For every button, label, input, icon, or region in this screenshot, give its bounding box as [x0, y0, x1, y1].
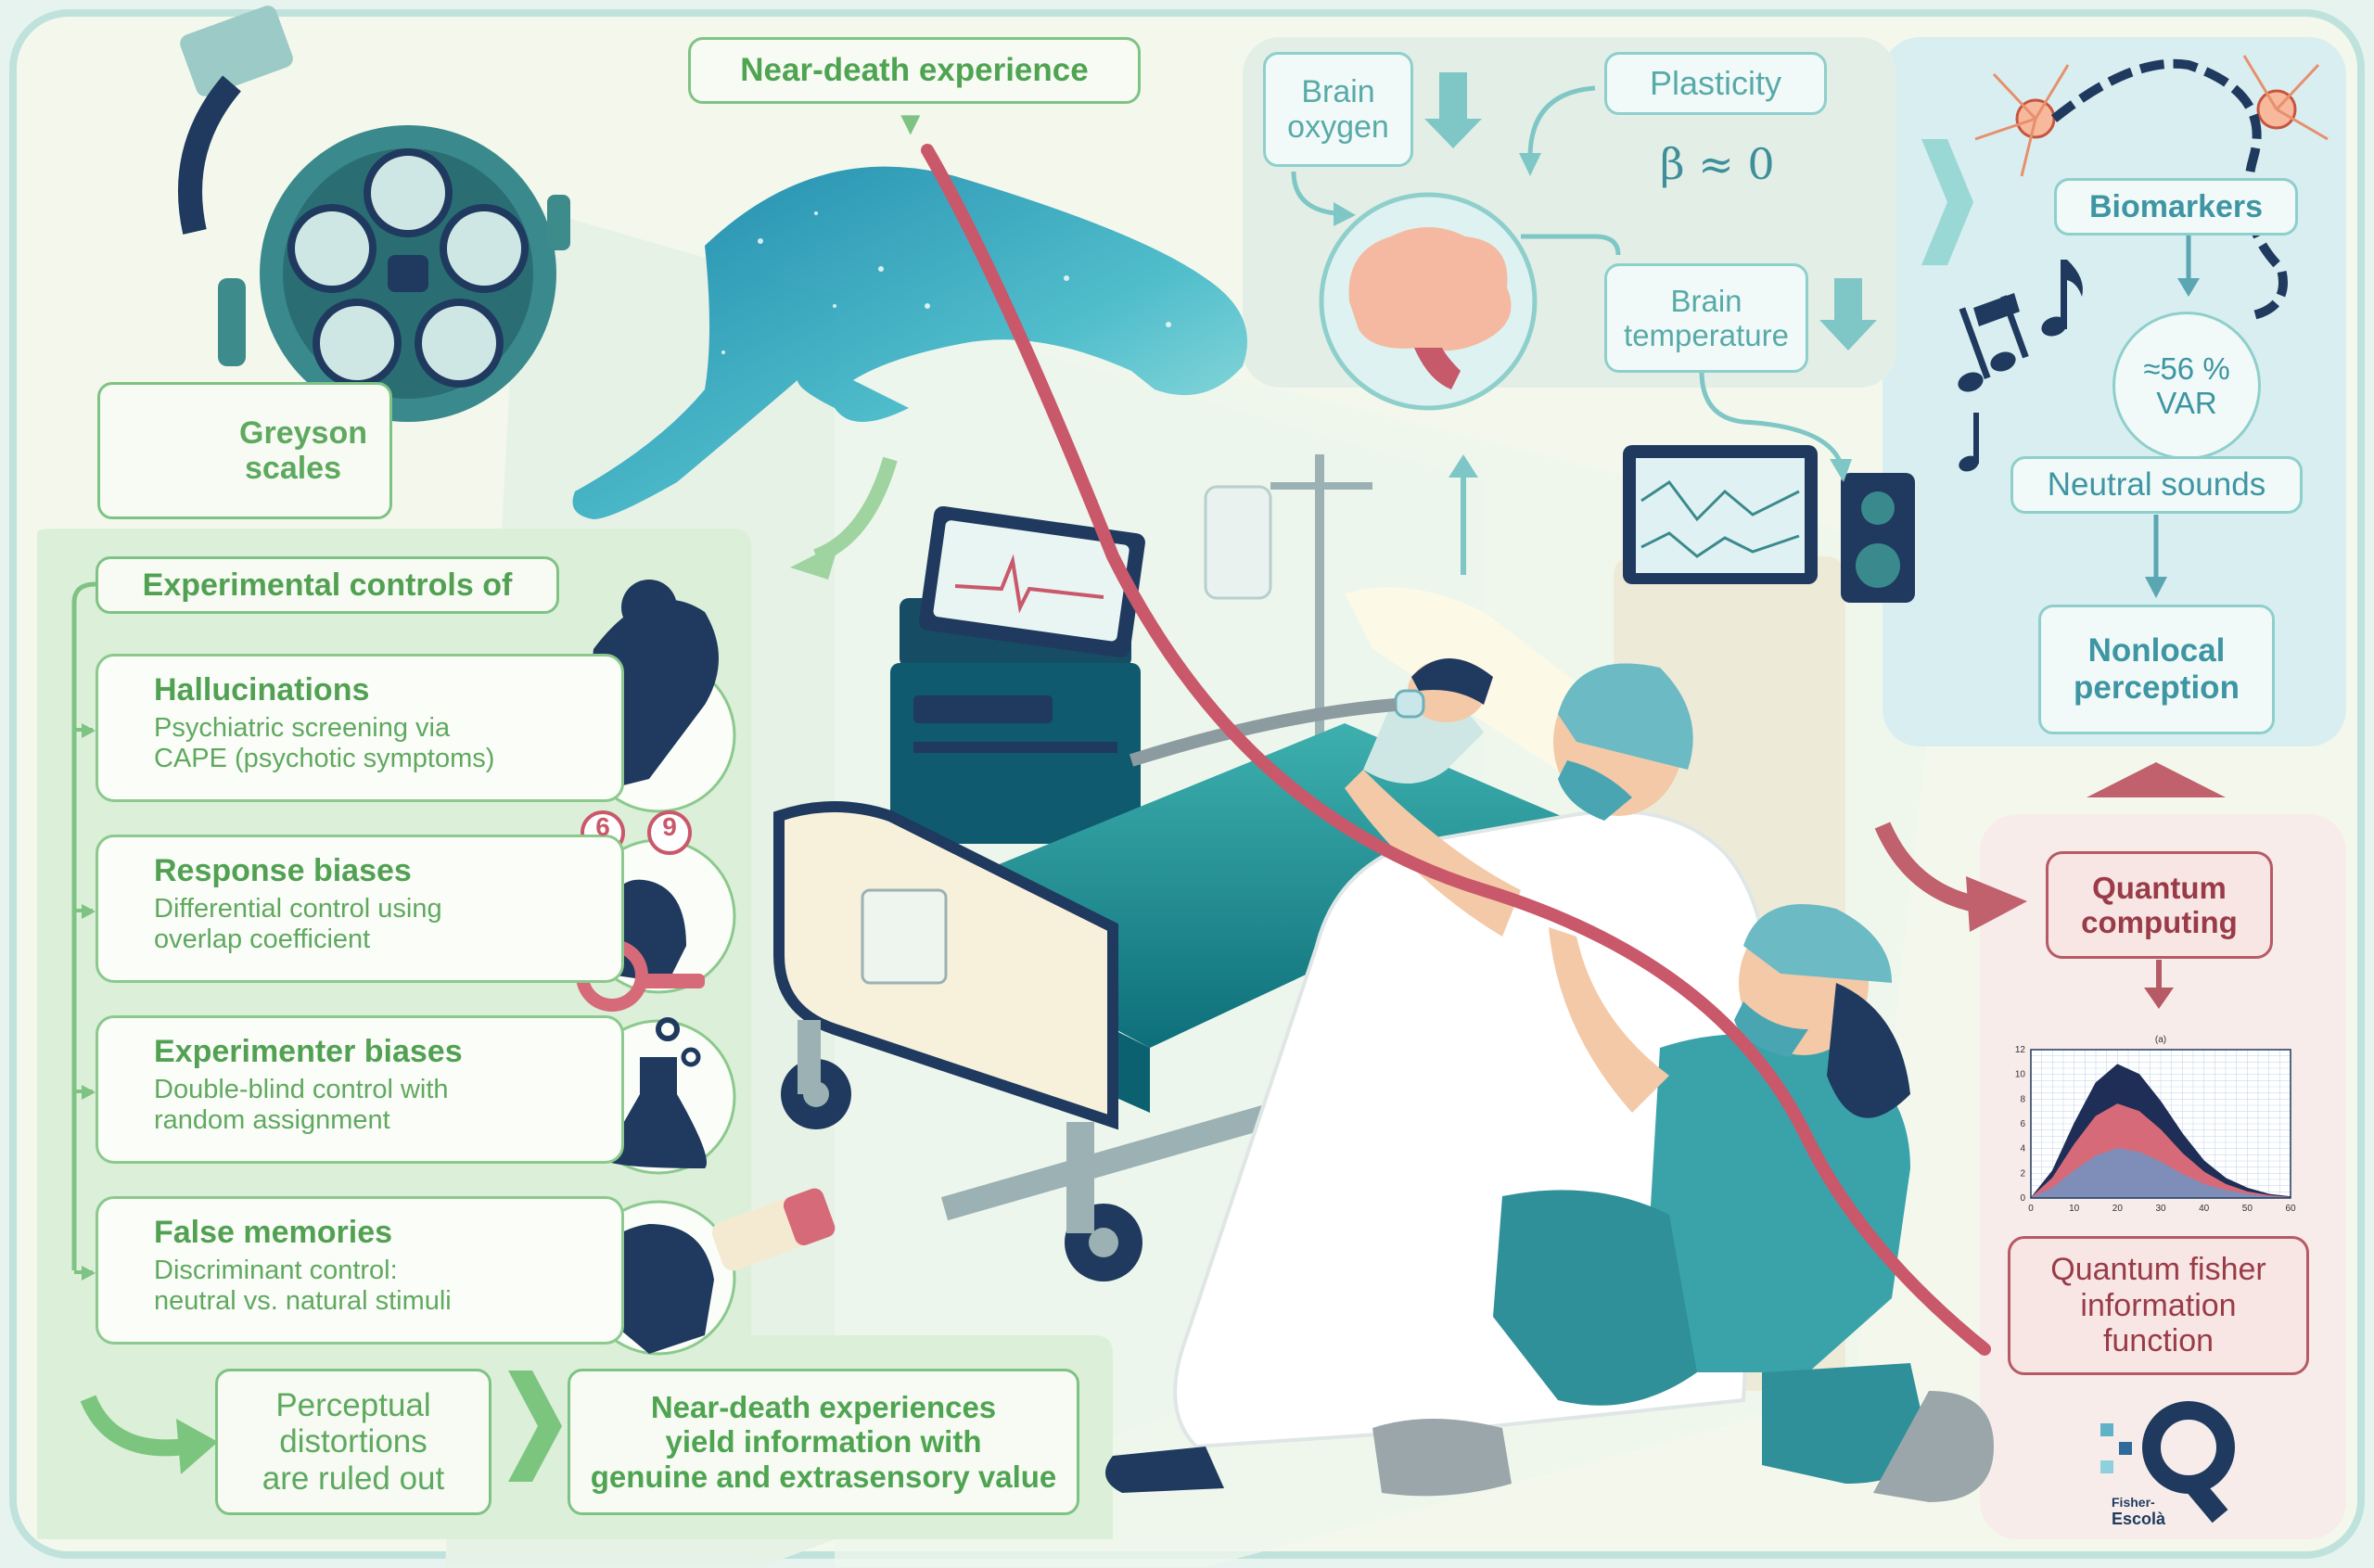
green-arrow-perceptual	[80, 1395, 187, 1457]
control-response-biases: Response biases Differential control usi…	[96, 835, 624, 983]
surgical-lamp-icon	[178, 6, 570, 422]
experimental-controls-heading: Experimental controls of	[96, 556, 559, 614]
neutral-sounds-box: Neutral sounds	[2010, 456, 2303, 514]
brain-temperature-box: Brain temperature	[1604, 263, 1808, 373]
chart-x-tick-label: 50	[2242, 1204, 2253, 1214]
var-circle: ≈56 % VAR	[2112, 312, 2261, 460]
quantum-fisher-box: Quantum fisher information function	[2008, 1236, 2309, 1375]
bubble-number-9: 9	[662, 812, 677, 841]
oxygen-arrow	[1291, 171, 1336, 216]
logo-text-fisher: Fisher-	[2112, 1495, 2155, 1510]
plasticity-arrow	[1527, 85, 1596, 159]
hospital-bed	[773, 587, 1678, 1281]
control-title: Experimenter biases	[154, 1034, 463, 1069]
iv-stand	[1204, 454, 1372, 937]
red-arrow-curve	[1874, 822, 1978, 912]
chart-y-tick-label: 4	[2020, 1144, 2025, 1154]
control-title: False memories	[154, 1215, 393, 1250]
down-arrow-oxygen	[1424, 72, 1482, 148]
floating-body-silhouette	[572, 166, 1247, 519]
chart-series	[2029, 1064, 2291, 1199]
control-hallucinations: Hallucinations Psychiatric screening via…	[96, 654, 624, 802]
temperature-to-speaker-arrow	[1699, 370, 1844, 465]
down-arrow-temperature	[1819, 278, 1877, 351]
chart-title: (a)	[2155, 1035, 2166, 1045]
chart-x-tick-label: 20	[2112, 1204, 2124, 1214]
nonlocal-perception-box: Nonlocal perception	[2038, 605, 2275, 734]
chart-x-tick-label: 30	[2155, 1204, 2166, 1214]
control-title: Response biases	[154, 853, 412, 888]
chart-x-tick-label: 10	[2069, 1204, 2080, 1214]
chart-y-tick-label: 6	[2020, 1119, 2025, 1129]
chart-ticks: 0 10 20 30 40 50 60 0 2 4 6 8 10 12	[2015, 1045, 2296, 1214]
chevron-down-icon: ▼	[894, 104, 927, 142]
heart-monitor-machine	[890, 505, 1145, 844]
control-false-memories: False memories Discriminant control: neu…	[96, 1196, 624, 1345]
chart-y-tick-label: 2	[2020, 1168, 2025, 1179]
conclusion-box: Near-death experiences yield information…	[568, 1369, 1079, 1515]
quantum-computing-box: Quantum computing	[2046, 851, 2273, 959]
fisher-information-chart: 0 10 20 30 40 50 60 0 2 4 6 8 10 12 (a)	[2015, 1035, 2296, 1214]
logo-q-ring	[2142, 1401, 2235, 1494]
brain-oxygen-box: Brain oxygen	[1263, 52, 1413, 167]
music-notes-icon	[1958, 260, 2083, 472]
chart-x-tick-label: 0	[2028, 1204, 2034, 1214]
bubble-number-6: 6	[595, 812, 610, 841]
chart-x-tick-label: 60	[2285, 1204, 2296, 1214]
control-experimenter-biases: Experimenter biases Double-blind control…	[96, 1015, 624, 1164]
control-title: Hallucinations	[154, 672, 370, 708]
biomarkers-box: Biomarkers	[2054, 178, 2298, 236]
perceptual-distortions-box: Perceptual distortions are ruled out	[215, 1369, 491, 1515]
page-title: Near-death experience	[740, 52, 1089, 89]
up-arrow-red	[2087, 762, 2226, 797]
chevron-right-icon	[1921, 139, 1973, 265]
beta-label: β ≈ 0	[1660, 139, 1775, 189]
chart-y-tick-label: 0	[2020, 1193, 2025, 1204]
nurse-figure	[1372, 904, 1994, 1502]
brain-icon	[1319, 192, 1538, 411]
logo-text-escola: Escolà	[2112, 1510, 2166, 1528]
red-rope	[921, 144, 1991, 1356]
title-near-death-experience: Near-death experience	[688, 37, 1141, 104]
neuron-icon	[1974, 55, 2329, 320]
chart-y-tick-label: 12	[2015, 1045, 2026, 1055]
chart-y-tick-label: 8	[2020, 1094, 2025, 1104]
chart-x-tick-label: 40	[2199, 1204, 2210, 1214]
chevron-right-icon-green	[508, 1370, 562, 1482]
chart-y-tick-label: 10	[2015, 1070, 2026, 1080]
greyson-scales-box: Greyson scales	[97, 382, 392, 519]
patient-figure	[1129, 658, 1493, 784]
fisher-escola-logo: Fisher- Escolà	[2091, 1396, 2249, 1544]
plasticity-box: Plasticity	[1604, 52, 1827, 115]
